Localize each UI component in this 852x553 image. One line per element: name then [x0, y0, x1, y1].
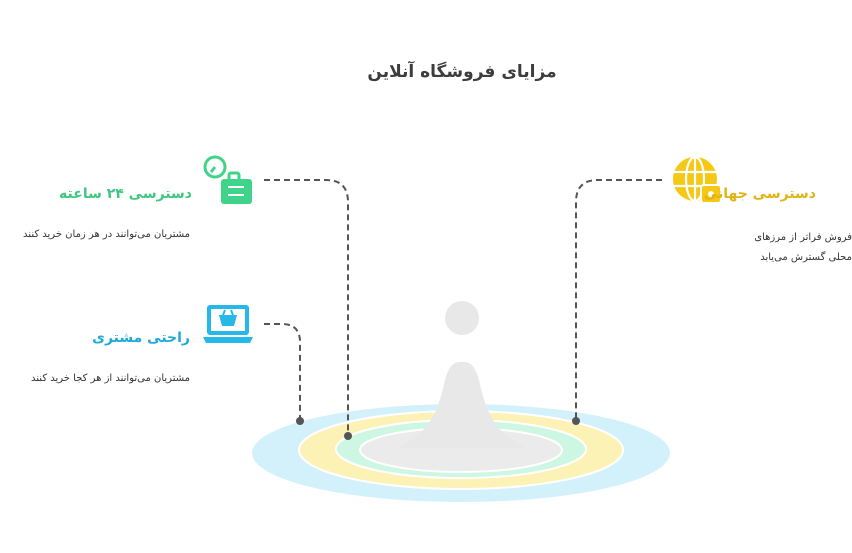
laptop-cart-icon: [203, 305, 253, 343]
global-reach-heading: دسترسی جهانی: [703, 186, 816, 202]
connector-dot-convenience: [296, 417, 304, 425]
convenience-heading: راحتی مشتری: [92, 330, 190, 346]
global-reach-text: فروش فراتر از مرزهای محلی گسترش می‌یابد: [754, 232, 852, 263]
person-body: [398, 362, 526, 448]
connector-convenience: [264, 323, 301, 420]
connector-dot-24h: [344, 432, 352, 440]
convenience-text: مشتریان می‌توانند از هر کجا خرید کنند: [31, 373, 190, 384]
connector-global: [575, 179, 662, 420]
connector-24h: [264, 179, 349, 435]
person-head: [445, 301, 479, 335]
connector-dot-global: [572, 417, 580, 425]
access-24h-heading: دسترسی ۲۴ ساعته: [59, 186, 192, 202]
page-title: مزایای فروشگاه آنلاین: [367, 62, 557, 82]
globe-icon: [673, 155, 722, 204]
clock-bag-icon: [203, 155, 252, 204]
access-24h-text: مشتریان می‌توانند در هر زمان خرید کنند: [23, 229, 190, 240]
